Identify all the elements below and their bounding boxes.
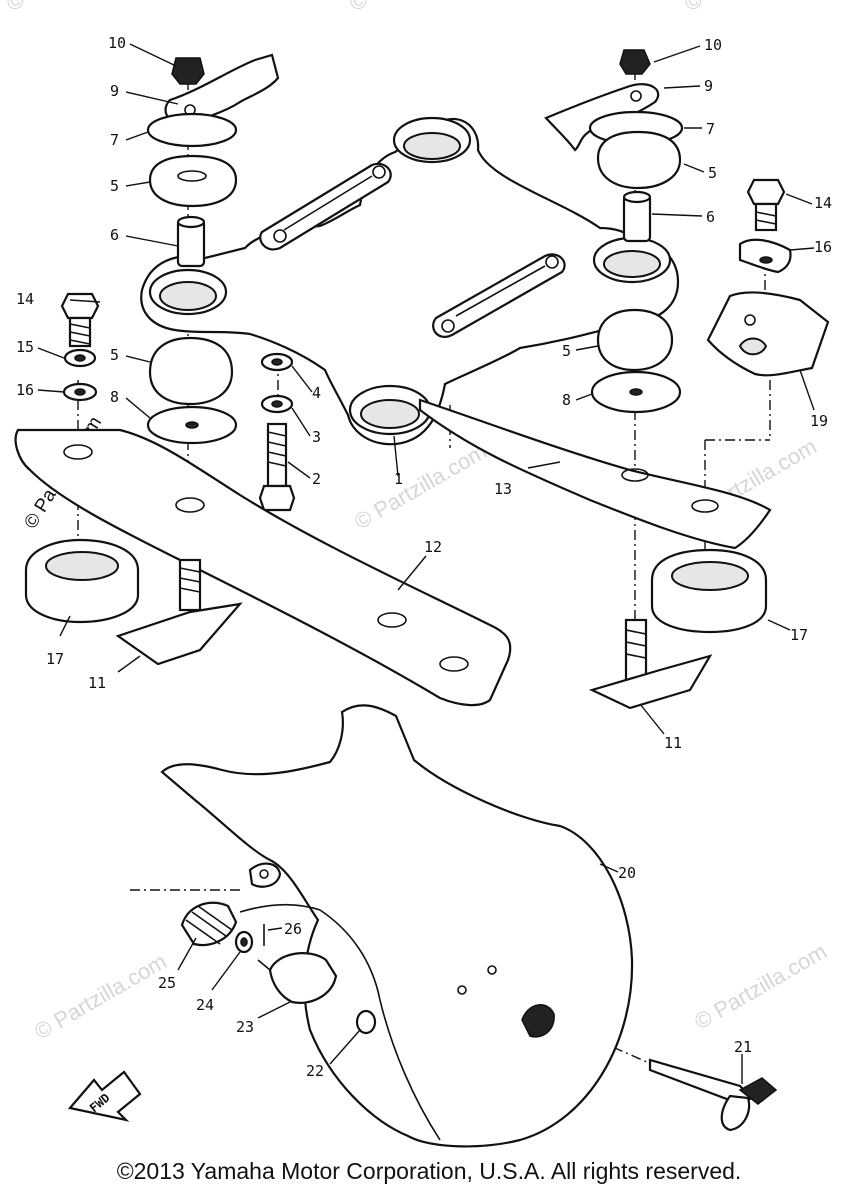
callout-21: 21 (734, 1038, 752, 1056)
callout-14: 14 (16, 290, 34, 308)
parts-diagram: © Partzilla.com © Partzilla.com © Partzi… (2, 0, 832, 1148)
callout-5: 5 (708, 164, 717, 182)
left-upper-mount-stack (146, 53, 280, 268)
callout-23: 23 (236, 1018, 254, 1036)
watermark: © Partzilla.com (345, 0, 486, 16)
callout-10: 10 (704, 36, 722, 54)
callout-4: 4 (312, 384, 321, 402)
callout-17: 17 (790, 626, 808, 644)
callout-13: 13 (494, 480, 512, 498)
callout-2: 2 (312, 470, 321, 488)
stud-clip-right (588, 618, 713, 710)
spacer-ring-left (24, 538, 140, 624)
mount-bar-left (14, 428, 512, 707)
callout-25: 25 (158, 974, 176, 992)
callout-1: 1 (394, 470, 403, 488)
copyright-notice: ©2013 Yamaha Motor Corporation, U.S.A. A… (116, 1158, 742, 1184)
callout-11: 11 (88, 674, 106, 692)
callout-20: 20 (618, 864, 636, 882)
callout-5: 5 (110, 346, 119, 364)
cover-assembly (160, 704, 778, 1148)
callout-5: 5 (562, 342, 571, 360)
callout-16: 16 (16, 381, 34, 399)
watermark: © Partzilla.com (690, 939, 831, 1035)
callout-10: 10 (108, 34, 126, 52)
callout-9: 9 (110, 82, 119, 100)
right-upper-mount-stack (544, 49, 684, 243)
callout-6: 6 (110, 226, 119, 244)
callout-5: 5 (110, 177, 119, 195)
fwd-arrow-icon: FWD (67, 1070, 142, 1122)
callout-16: 16 (814, 238, 832, 256)
callout-6: 6 (706, 208, 715, 226)
callout-24: 24 (196, 996, 214, 1014)
watermark: © Partzilla.com (350, 439, 491, 535)
watermark: © Partzilla.com (30, 949, 171, 1045)
callout-9: 9 (704, 77, 713, 95)
callout-labels: 10 9 7 5 6 10 9 7 5 6 14 15 16 5 8 4 3 2… (16, 34, 832, 1080)
callout-12: 12 (424, 538, 442, 556)
callout-22: 22 (306, 1062, 324, 1080)
right-lower-hardware (590, 178, 830, 414)
callout-15: 15 (16, 338, 34, 356)
spacer-ring-right (650, 548, 768, 634)
callout-17: 17 (46, 650, 64, 668)
stud-clip-left (115, 558, 243, 666)
callout-3: 3 (312, 428, 321, 446)
callout-19: 19 (810, 412, 828, 430)
leader-lines (37, 43, 815, 1084)
left-lower-hardware (60, 292, 296, 512)
mount-bar-right (418, 398, 772, 550)
callout-14: 14 (814, 194, 832, 212)
callout-11: 11 (664, 734, 682, 752)
watermark: © Partzilla.com (2, 0, 143, 16)
callout-7: 7 (110, 131, 119, 149)
callout-26: 26 (284, 920, 302, 938)
engine-mount-bracket (140, 116, 680, 446)
watermark: © Partzilla.com (680, 0, 821, 16)
callout-7: 7 (706, 120, 715, 138)
callout-8: 8 (562, 391, 571, 409)
callout-8: 8 (110, 388, 119, 406)
